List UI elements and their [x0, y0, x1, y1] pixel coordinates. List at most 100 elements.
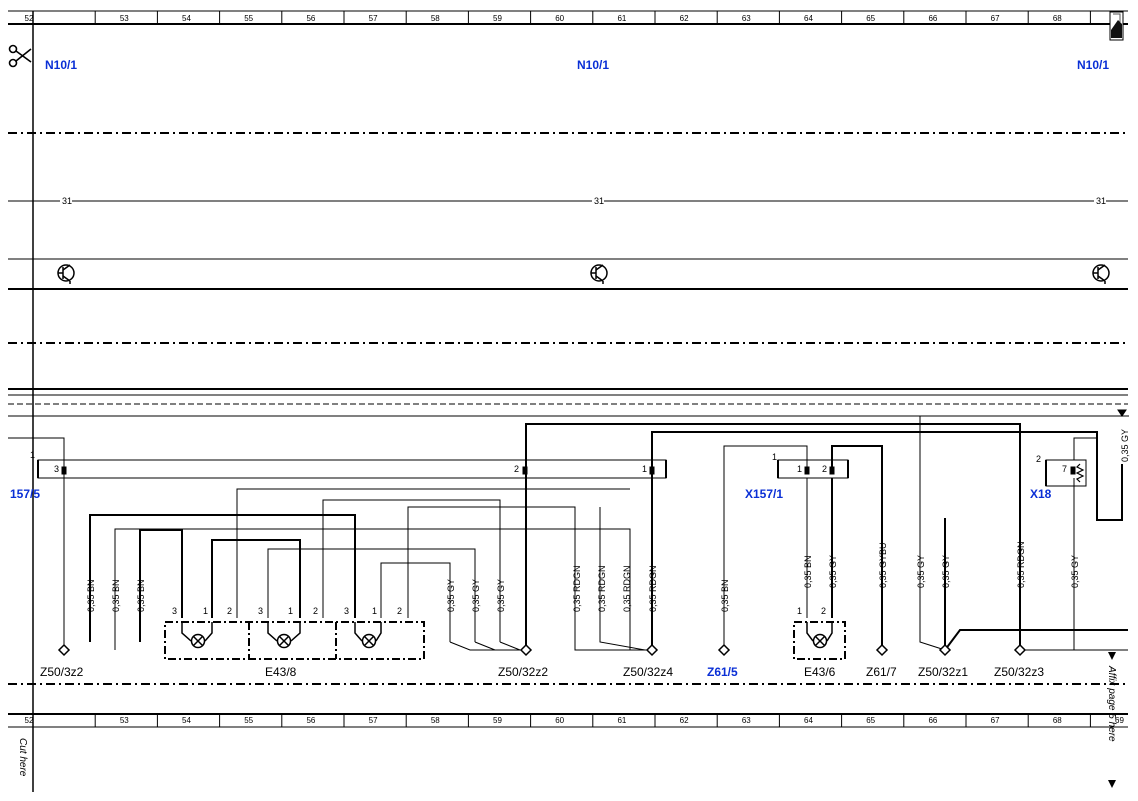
connector-label-x157-1: X157/1: [745, 487, 783, 501]
label-e43-6: E43/6: [804, 665, 836, 679]
triangle-down-icon: [1108, 652, 1116, 660]
bottom-ruler-number: 55: [244, 716, 253, 725]
pin-x18-7: 7: [1062, 464, 1067, 474]
lamp-b-pin-1: 1: [288, 606, 293, 616]
pin-terminals: [61, 466, 1076, 475]
top-ruler-number: 63: [742, 14, 751, 23]
page-corner-icon: [1109, 11, 1124, 41]
triangle-down-icon: [1108, 780, 1116, 788]
bottom-ruler-number: 57: [369, 716, 378, 725]
n10-label-left: N10/1: [45, 58, 77, 72]
bottom-ruler-number: 52: [25, 716, 34, 725]
lamp-c-pin-1: 1: [372, 606, 377, 616]
top-ruler-number: 64: [804, 14, 813, 23]
pin-157-3: 3: [54, 464, 59, 474]
wire-label-7: 0,35 RDGN: [572, 565, 582, 612]
affix-page-text: Affix page 5 here: [1106, 665, 1117, 742]
connector-label-x18: X18: [1030, 487, 1052, 501]
lamp-icon: [806, 622, 833, 649]
wire-label-6: 0,35 GY: [496, 579, 506, 612]
label-z50-32z2: Z50/32z2: [498, 665, 548, 679]
wire-label-13: 0,35 GY: [828, 555, 838, 588]
wire-label-10: 0,35 RDGN: [648, 565, 658, 612]
bottom-ruler-number: 66: [928, 716, 937, 725]
connector-label-157-5: 157/5: [10, 487, 40, 501]
e436-pin-2: 2: [821, 606, 826, 616]
n10-label-right: N10/1: [1077, 58, 1109, 72]
arrow-down-icon: [1115, 409, 1129, 417]
bottom-ruler-number: 68: [1053, 716, 1062, 725]
e436-pin-1: 1: [797, 606, 802, 616]
pin-157-1b: 1: [642, 464, 647, 474]
bus-lines: [8, 388, 1128, 417]
wire-label-15: 0,35 GY: [916, 555, 926, 588]
resistor-icon: [1075, 463, 1085, 483]
label-z50-32z3: Z50/32z3: [994, 665, 1044, 679]
wire-label-19-front: 0,35 GY: [1120, 429, 1130, 462]
bottom-ruler-number: 61: [617, 716, 626, 725]
top-ruler-number: 56: [306, 14, 315, 23]
lamp-icon: [181, 622, 213, 649]
label-e43-8: E43/8: [265, 665, 297, 679]
top-ruler-number: 60: [555, 14, 564, 23]
bottom-ruler-number: 62: [680, 716, 689, 725]
wire-label-17: 0,35 RDGN: [1016, 541, 1026, 588]
bottom-ruler-number: 53: [120, 716, 129, 725]
bottom-ruler: [8, 713, 1128, 728]
n10-label-mid: N10/1: [577, 58, 609, 72]
wire-label-2: 0,35 BN: [111, 579, 121, 612]
pin-x157-2: 2: [822, 464, 827, 474]
splice-nodes: [57, 643, 1027, 657]
cut-here-text: Cut here: [17, 738, 28, 777]
top-ruler-number: 59: [493, 14, 502, 23]
top-ruler-number: 68: [1053, 14, 1062, 23]
transistor-icon: [57, 264, 75, 284]
lamp-a-pin-1: 1: [203, 606, 208, 616]
lamp-a-pin-3: 3: [172, 606, 177, 616]
lamp-icon: [354, 622, 382, 649]
top-ruler: [8, 10, 1128, 25]
top-ruler-number: 55: [244, 14, 253, 23]
lamp-group-e43-8: [164, 621, 425, 660]
wire-labels: 0,35 BN 0,35 BN 0,35 BN 0,35 GY 0,35 GY …: [86, 429, 1130, 612]
wire-label-16: 0,35 GY: [941, 555, 951, 588]
ground-marker-left: 31: [62, 196, 72, 206]
wire-label-19-bg: [1118, 418, 1130, 464]
label-z61-7: Z61/7: [866, 665, 897, 679]
affix-page-text-group: Affix page 5 here: [1106, 652, 1117, 788]
ground-marker-right: 31: [1096, 196, 1106, 206]
top-ruler-number: 58: [431, 14, 440, 23]
transistor-band: [8, 258, 1128, 290]
pin-x18-2: 2: [1036, 454, 1041, 464]
bottom-ruler-number: 54: [182, 716, 191, 725]
top-ruler-number: 66: [928, 14, 937, 23]
wire-label-4: 0,35 GY: [446, 579, 456, 612]
bottom-ruler-number: 63: [742, 716, 751, 725]
wire-label-18: 0,35 GY: [1070, 555, 1080, 588]
lamp-b-pin-3: 3: [258, 606, 263, 616]
wire-label-5: 0,35 GY: [471, 579, 481, 612]
top-ruler-number: 65: [866, 14, 875, 23]
pin-157-2: 2: [514, 464, 519, 474]
bottom-ruler-number: 58: [431, 716, 440, 725]
lamp-c-pin-2: 2: [397, 606, 402, 616]
lamp-b-pin-2: 2: [313, 606, 318, 616]
component-boundary-lines: [8, 132, 1128, 685]
connector-x18: [1045, 459, 1087, 487]
ground-line-31: 31 31 31: [8, 196, 1128, 206]
bottom-ruler-number: 65: [866, 716, 875, 725]
label-z61-5: Z61/5: [707, 665, 738, 679]
pin-x157-1a: 1: [772, 452, 777, 462]
bottom-ruler-number: 59: [493, 716, 502, 725]
connector-x157-1: [777, 459, 849, 479]
bottom-ruler-number: 56: [306, 716, 315, 725]
lamp-a-pin-2: 2: [227, 606, 232, 616]
label-z50-32z1: Z50/32z1: [918, 665, 968, 679]
connector-157-5: [37, 459, 667, 479]
top-ruler-number: 67: [991, 14, 1000, 23]
label-z50-32z4: Z50/32z4: [623, 665, 673, 679]
transistor-icon: [1092, 264, 1110, 284]
